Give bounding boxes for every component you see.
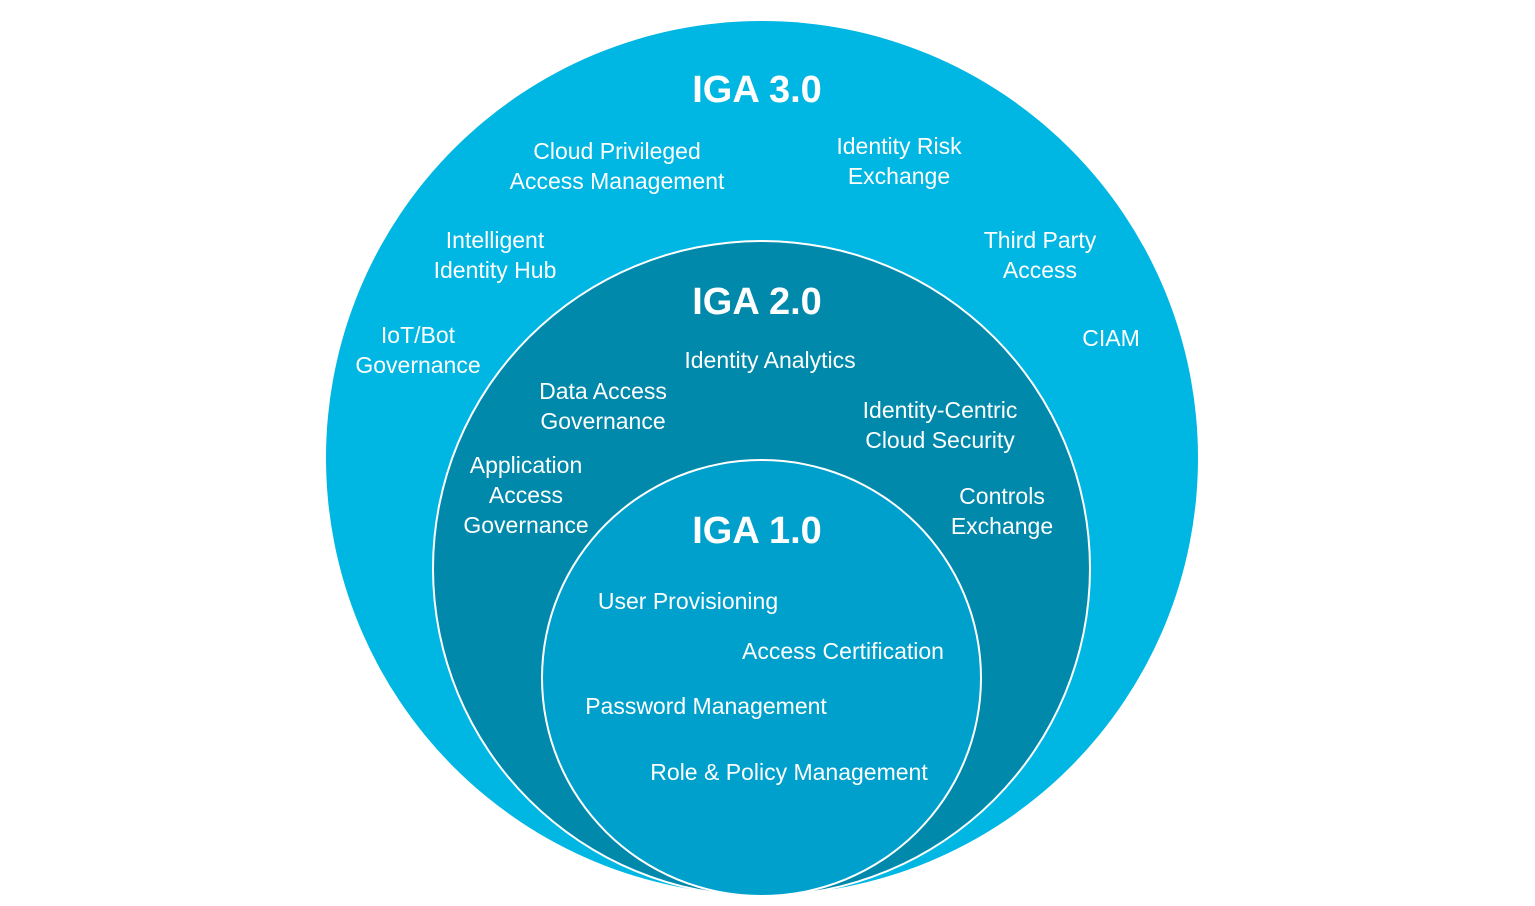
- iga-3-title: IGA 3.0: [692, 69, 822, 111]
- iga-3-item-ciam: CIAM: [1082, 325, 1140, 351]
- iga-1-item-password-management: Password Management: [585, 693, 827, 719]
- iga-1-item-access-certification: Access Certification: [742, 638, 944, 664]
- iga-2-title: IGA 2.0: [692, 281, 822, 323]
- iga-1-circle: [541, 459, 982, 897]
- iga-1-item-user-provisioning: User Provisioning: [597, 588, 779, 614]
- iga-1-item-role-policy-management: Role & Policy Management: [650, 759, 928, 785]
- iga-2-item-identity-analytics: Identity Analytics: [684, 347, 856, 373]
- iga-1-title: IGA 1.0: [692, 510, 822, 552]
